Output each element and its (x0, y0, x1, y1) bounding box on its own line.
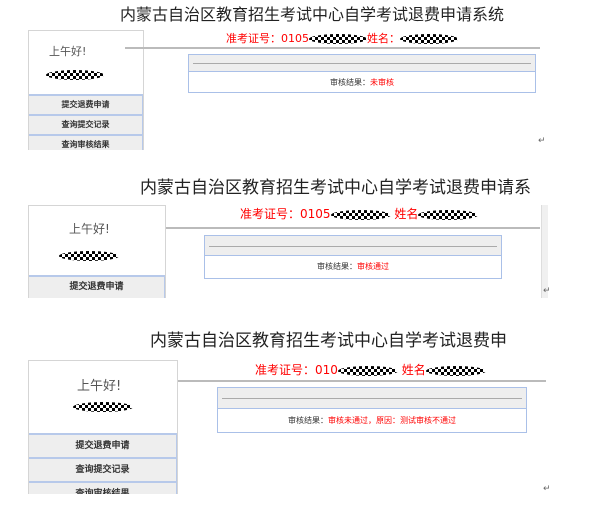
redacted-username (59, 251, 119, 261)
review-result-value: 审核通过 (357, 262, 389, 271)
review-result-label: 审核结果： (317, 262, 357, 271)
paragraph-mark: ↵ (543, 484, 551, 494)
candidate-header: 准考证号：0105 姓名： (226, 30, 458, 46)
review-result-label: 审核结果： (330, 78, 370, 87)
result-panel: 审核结果：审核通过 (204, 235, 502, 279)
greeting: 上午好! (69, 222, 110, 236)
result-panel-header (189, 55, 535, 72)
ticket-number-label: 准考证号：0105 (240, 207, 331, 221)
redacted-username (73, 402, 133, 412)
screenshot-approved: 内蒙古自治区教育招生考试中心自学考试退费申请系 上午好! 提交退费申请 准考证号… (0, 165, 548, 298)
review-result-value: 审核未通过，原因：测试审核不通过 (328, 416, 456, 425)
vertical-scrollbar[interactable] (541, 205, 548, 298)
menu-query-records[interactable]: 查询提交记录 (29, 457, 177, 481)
result-panel-header (205, 236, 501, 256)
name-label: 姓名 (401, 363, 426, 377)
redacted-name (418, 209, 479, 220)
candidate-header: 准考证号：0105 姓名 (240, 205, 479, 222)
paragraph-mark: ↵ (543, 286, 551, 296)
menu-submit-refund[interactable]: 提交退费申请 (29, 94, 143, 114)
screenshot-pending: 内蒙古自治区教育招生考试中心自学考试退费申请系统 上午好! 提交退费申请 查询提… (0, 0, 560, 150)
menu-submit-refund[interactable]: 提交退费申请 (29, 433, 177, 457)
name-label: 姓名 (394, 207, 419, 221)
ticket-number-label: 准考证号：010 (255, 363, 338, 377)
review-result: 审核结果：未审核 (189, 77, 535, 88)
sidebar: 上午好! 提交退费申请 查询提交记录 查询审核结果 (28, 360, 178, 494)
system-title: 内蒙古自治区教育招生考试中心自学考试退费申请系统 (120, 5, 505, 24)
result-panel: 审核结果：未审核 (188, 54, 536, 93)
review-result-label: 审核结果： (288, 416, 328, 425)
header-divider (178, 380, 546, 382)
menu-query-results[interactable]: 查询审核结果 (29, 134, 143, 150)
redacted-name (400, 34, 458, 44)
redacted-username (46, 70, 104, 80)
redacted-ticket-number (330, 209, 391, 220)
name-label: 姓名： (367, 32, 400, 45)
review-result: 审核结果：审核未通过，原因：测试审核不通过 (218, 415, 526, 426)
system-title: 内蒙古自治区教育招生考试中心自学考试退费申 (150, 331, 507, 351)
header-divider (166, 227, 540, 229)
screenshot-rejected: 内蒙古自治区教育招生考试中心自学考试退费申 上午好! 提交退费申请 查询提交记录… (0, 320, 548, 494)
review-result-value: 未审核 (370, 78, 394, 87)
result-panel-header (218, 388, 526, 409)
greeting: 上午好! (49, 45, 87, 58)
result-panel: 审核结果：审核未通过，原因：测试审核不通过 (217, 387, 527, 433)
sidebar: 上午好! 提交退费申请 查询提交记录 查询审核结果 (28, 30, 144, 150)
redacted-ticket-number (337, 365, 398, 376)
menu-query-results[interactable]: 查询审核结果 (29, 481, 177, 494)
menu-query-records[interactable]: 查询提交记录 (29, 114, 143, 134)
header-divider (125, 47, 540, 49)
greeting: 上午好! (77, 379, 122, 394)
review-result: 审核结果：审核通过 (205, 261, 501, 272)
candidate-header: 准考证号：010 姓名 (255, 361, 486, 378)
menu-submit-refund[interactable]: 提交退费申请 (29, 275, 165, 298)
system-title: 内蒙古自治区教育招生考试中心自学考试退费申请系 (140, 178, 531, 198)
sidebar: 上午好! 提交退费申请 (28, 205, 166, 298)
redacted-ticket-number (309, 34, 367, 44)
ticket-number-label: 准考证号：0105 (226, 32, 309, 45)
redacted-name (425, 365, 486, 376)
paragraph-mark: ↵ (538, 136, 546, 146)
